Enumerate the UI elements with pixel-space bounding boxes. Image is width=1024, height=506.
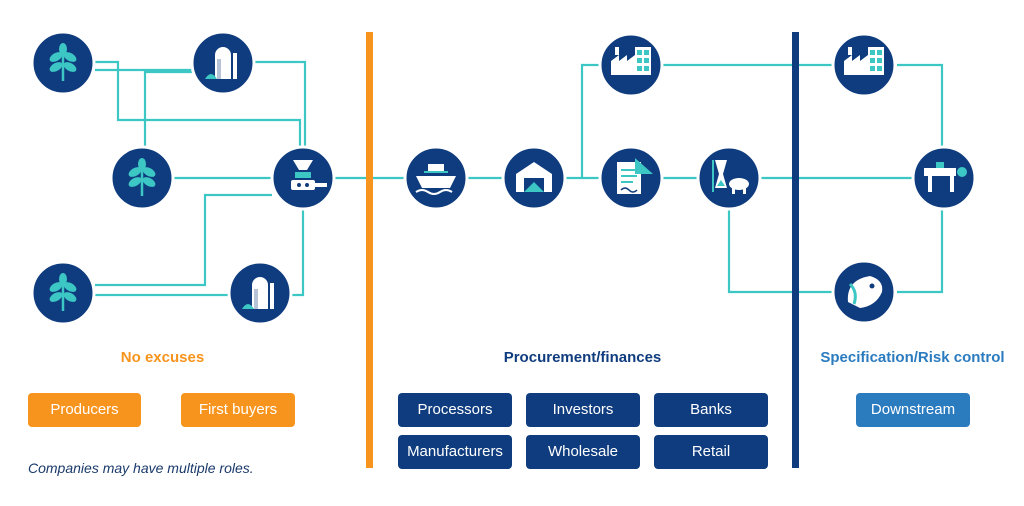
producers-button[interactable]: Producers: [28, 393, 141, 427]
footnote: Companies may have multiple roles.: [28, 460, 254, 476]
connector-line: [580, 63, 600, 178]
plant-icon: [30, 260, 96, 326]
investors-button[interactable]: Investors: [526, 393, 640, 427]
processing-machine-icon: [270, 145, 336, 211]
section-title-no-excuses: No excuses: [120, 349, 205, 366]
processors-button[interactable]: Processors: [398, 393, 512, 427]
connector-line: [727, 208, 832, 294]
connector-line: [255, 60, 307, 148]
connector-line: [897, 63, 944, 148]
fish-icon: [831, 259, 897, 325]
connector-line: [290, 208, 305, 297]
wholesale-button[interactable]: Wholesale: [526, 435, 640, 469]
factory-icon: [831, 32, 897, 98]
livestock-icon: [696, 145, 762, 211]
silo-icon: [190, 30, 256, 96]
orange-divider: [366, 32, 373, 468]
connector-line: [897, 208, 944, 294]
production-line-icon: [911, 145, 977, 211]
silo-icon: [227, 260, 293, 326]
manufacturers-button[interactable]: Manufacturers: [398, 435, 512, 469]
first-buyers-button[interactable]: First buyers: [181, 393, 295, 427]
connector-line: [95, 193, 272, 287]
plant-icon: [109, 145, 175, 211]
factory-icon: [598, 32, 664, 98]
connector-line: [143, 70, 195, 148]
ship-icon: [403, 145, 469, 211]
downstream-button[interactable]: Downstream: [856, 393, 970, 427]
section-title-procurement: Procurement/finances: [503, 349, 662, 366]
plant-icon: [30, 30, 96, 96]
connector-lines: [95, 60, 944, 297]
connector-line: [95, 60, 302, 148]
contract-icon: [598, 145, 664, 211]
banks-button[interactable]: Banks: [654, 393, 768, 427]
section-title-specification: Specification/Risk control: [820, 349, 1005, 366]
warehouse-icon: [501, 145, 567, 211]
navy-divider: [792, 32, 799, 468]
retail-button[interactable]: Retail: [654, 435, 768, 469]
